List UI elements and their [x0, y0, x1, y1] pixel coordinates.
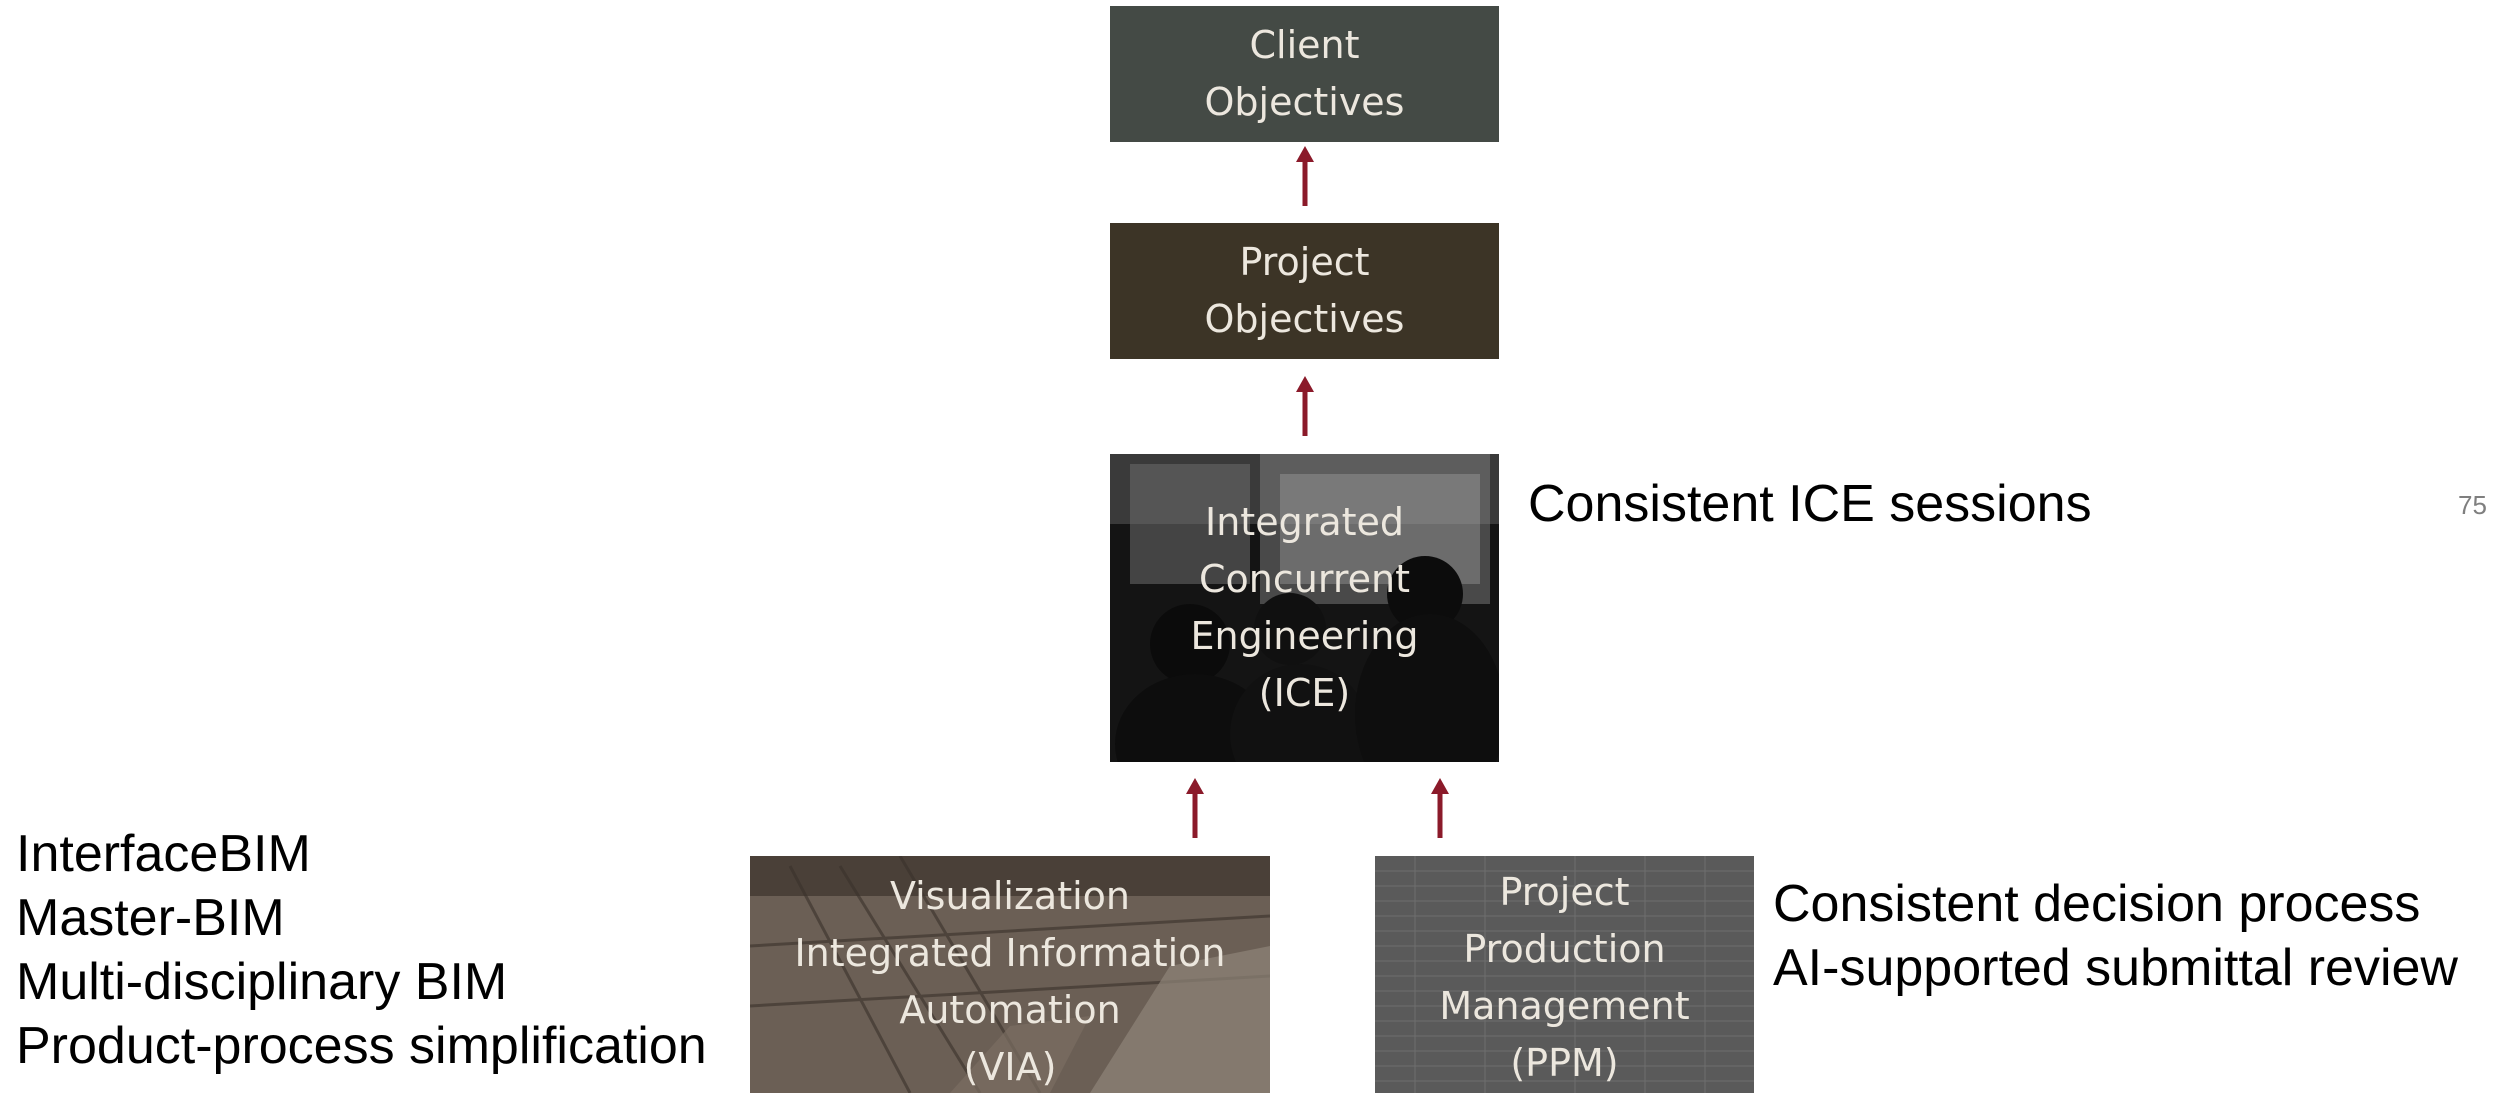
right-note-item: Consistent decision process: [1773, 875, 2421, 933]
ppm-box: Project Production Management (PPM): [1375, 856, 1754, 1093]
client-objectives-label: Client Objectives: [1204, 23, 1405, 124]
via-label: Visualization Integrated Information Aut…: [794, 874, 1226, 1089]
ice-box: Integrated Concurrent Engineering (ICE): [1110, 454, 1499, 762]
via-building-render-background: [750, 856, 1270, 1093]
ppm-spreadsheet-background: [1375, 856, 1754, 1093]
ice-note: Consistent ICE sessions: [1528, 475, 2092, 533]
project-objectives-label: Project Objectives: [1204, 240, 1405, 341]
left-note-item: Master-BIM: [16, 889, 285, 947]
left-notes: InterfaceBIM Master-BIM Multi-disciplina…: [16, 822, 707, 1078]
right-notes: Consistent decision process AI-supported…: [1773, 872, 2458, 1000]
right-note-item: AI-supported submittal review: [1773, 939, 2458, 997]
via-box: Visualization Integrated Information Aut…: [750, 856, 1270, 1093]
ppm-label: Project Production Management (PPM): [1439, 870, 1690, 1085]
arrow-project-to-client: [1296, 146, 1314, 206]
ice-label: Integrated Concurrent Engineering (ICE): [1190, 500, 1419, 715]
left-note-item: InterfaceBIM: [16, 825, 311, 883]
ice-photo-background: [1110, 454, 1499, 762]
arrow-via-to-ice: [1186, 778, 1204, 838]
left-note-item: Multi-disciplinary BIM: [16, 953, 508, 1011]
page-number: 75: [2458, 490, 2487, 520]
arrow-ice-to-project: [1296, 376, 1314, 436]
arrow-ppm-to-ice: [1431, 778, 1449, 838]
left-note-item: Product-process simplification: [16, 1017, 707, 1075]
project-objectives-box: Project Objectives: [1110, 223, 1499, 359]
client-objectives-box: Client Objectives: [1110, 6, 1499, 142]
